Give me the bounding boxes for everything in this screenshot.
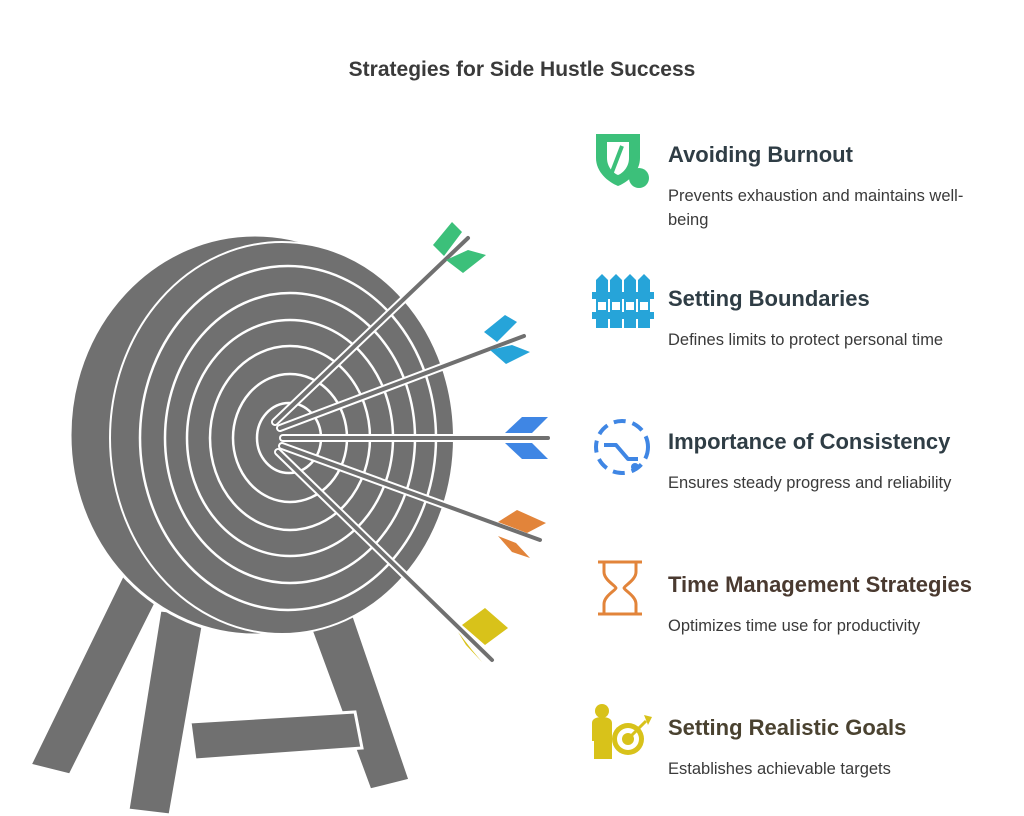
item-description: Defines limits to protect personal time: [668, 331, 944, 349]
stand-leg-middle: [126, 608, 207, 816]
item-title: Importance of Consistency: [668, 429, 951, 454]
item-description: Optimizes time use for productivity: [668, 617, 921, 635]
item-title: Setting Boundaries: [668, 286, 870, 311]
cycle-trend-icon: [594, 419, 650, 475]
arrow-indigo: [279, 417, 552, 459]
archery-target-illustration: [27, 222, 552, 816]
item-description: Ensures steady progress and reliability: [668, 474, 952, 492]
stand-crossbar: [188, 710, 364, 762]
hourglass-icon: [598, 560, 642, 616]
arrow-yellow: [274, 448, 508, 664]
item-title: Setting Realistic Goals: [668, 715, 907, 740]
person-target-icon: [592, 704, 652, 759]
page-title: Strategies for Side Hustle Success: [348, 58, 696, 81]
fence-icon: [592, 274, 654, 328]
arrow-orange: [278, 442, 546, 558]
arrow-green: [271, 222, 486, 426]
item-title: Time Management Strategies: [668, 572, 973, 597]
item-title: Avoiding Burnout: [668, 142, 853, 167]
item-description: Prevents exhaustion and maintains well-b…: [668, 187, 964, 229]
shield-leaf-icon: [596, 134, 649, 188]
item-description: Establishes achievable targets: [668, 760, 891, 778]
arrow-blue: [276, 315, 530, 432]
target-stand: [27, 558, 412, 816]
